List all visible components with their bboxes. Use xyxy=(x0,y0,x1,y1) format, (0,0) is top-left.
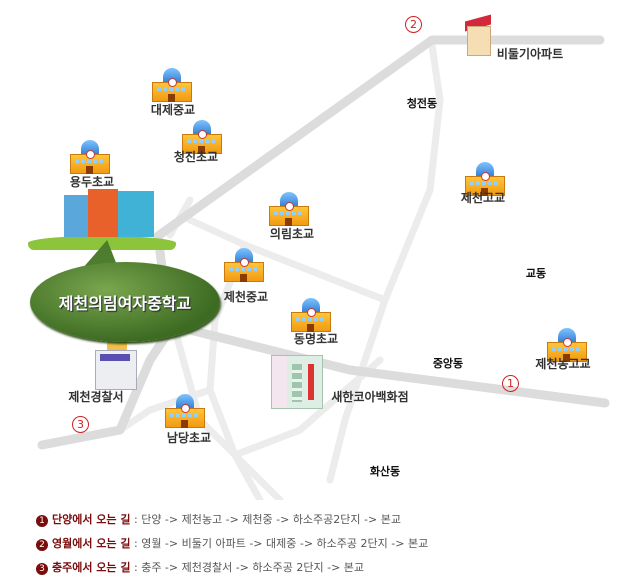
label-apartment: 비둘기아파트 xyxy=(496,47,564,61)
school-icon xyxy=(70,138,110,174)
school-icon xyxy=(547,326,587,362)
school-icon xyxy=(465,160,505,196)
district-cheongjeon: 청전동 xyxy=(406,97,438,110)
label-dongmyeong: 동명초교 xyxy=(293,332,339,346)
route-title: 충주에서 오는 길 xyxy=(52,561,131,574)
label-uirim: 의림초교 xyxy=(269,227,315,241)
route-directions: 1 단양에서 오는 길 : 단양 -> 제천농고 -> 제천중 -> 하소주공2단… xyxy=(36,510,428,582)
route-item: 1 단양에서 오는 길 : 단양 -> 제천농고 -> 제천중 -> 하소주공2단… xyxy=(36,510,428,534)
route-marker-1: 1 xyxy=(502,375,519,392)
district-jungang: 중앙동 xyxy=(432,357,464,370)
school-icon xyxy=(224,246,264,282)
apartment-icon xyxy=(465,14,493,58)
label-police: 제천경찰서 xyxy=(68,390,124,404)
school-icon xyxy=(182,118,222,154)
label-nonggo: 제천농고교 xyxy=(535,357,591,371)
route-number: 3 xyxy=(36,563,48,575)
route-path: : 단양 -> 제천농고 -> 제천중 -> 하소주공2단지 -> 본교 xyxy=(130,513,401,526)
label-yongdu: 용두초교 xyxy=(69,175,115,189)
school-icon xyxy=(152,66,192,102)
label-cheongjin: 청진초교 xyxy=(173,150,219,164)
minor-road xyxy=(206,241,284,500)
label-namdang: 남당초교 xyxy=(166,431,212,445)
route-number: 1 xyxy=(36,515,48,527)
school-name: 제천의림여자중학교 xyxy=(58,294,192,313)
route-marker-3: 3 xyxy=(72,416,89,433)
main-road-yeongwol xyxy=(153,35,605,241)
label-department-store: 새한코아백화점 xyxy=(331,390,409,404)
route-path: : 영월 -> 비둘기 아파트 -> 대제중 -> 하소주공 2단지 -> 본교 xyxy=(130,537,429,550)
route-marker-2: 2 xyxy=(405,16,422,33)
route-number: 2 xyxy=(36,539,48,551)
minor-road xyxy=(326,41,444,484)
label-daeje: 대제중교 xyxy=(150,103,196,117)
route-title: 영월에서 오는 길 xyxy=(52,537,131,550)
school-icon xyxy=(269,190,309,226)
route-item: 2 영월에서 오는 길 : 영월 -> 비둘기 아파트 -> 대제중 -> 하소주… xyxy=(36,534,428,558)
district-gyo: 교동 xyxy=(525,267,547,280)
route-item: 3 충주에서 오는 길 : 충주 -> 제천경찰서 -> 하소주공 2단지 -> … xyxy=(36,558,428,582)
school-icon xyxy=(291,296,331,332)
police-station-icon xyxy=(95,340,139,390)
school-name-bubble: 제천의림여자중학교 xyxy=(30,262,220,342)
minor-road xyxy=(231,451,264,500)
route-path: : 충주 -> 제천경찰서 -> 하소주공 2단지 -> 본교 xyxy=(130,561,365,574)
route-title: 단양에서 오는 길 xyxy=(52,513,131,526)
department-store-icon xyxy=(271,355,323,409)
district-hwasan: 화산동 xyxy=(369,465,401,478)
label-jecheon-middle: 제천중교 xyxy=(223,290,269,304)
main-road-danyang xyxy=(185,325,610,408)
school-icon xyxy=(165,392,205,428)
minor-road xyxy=(231,356,384,459)
label-jecheon-high: 제천고교 xyxy=(460,191,506,205)
school-building-icon xyxy=(28,185,176,250)
